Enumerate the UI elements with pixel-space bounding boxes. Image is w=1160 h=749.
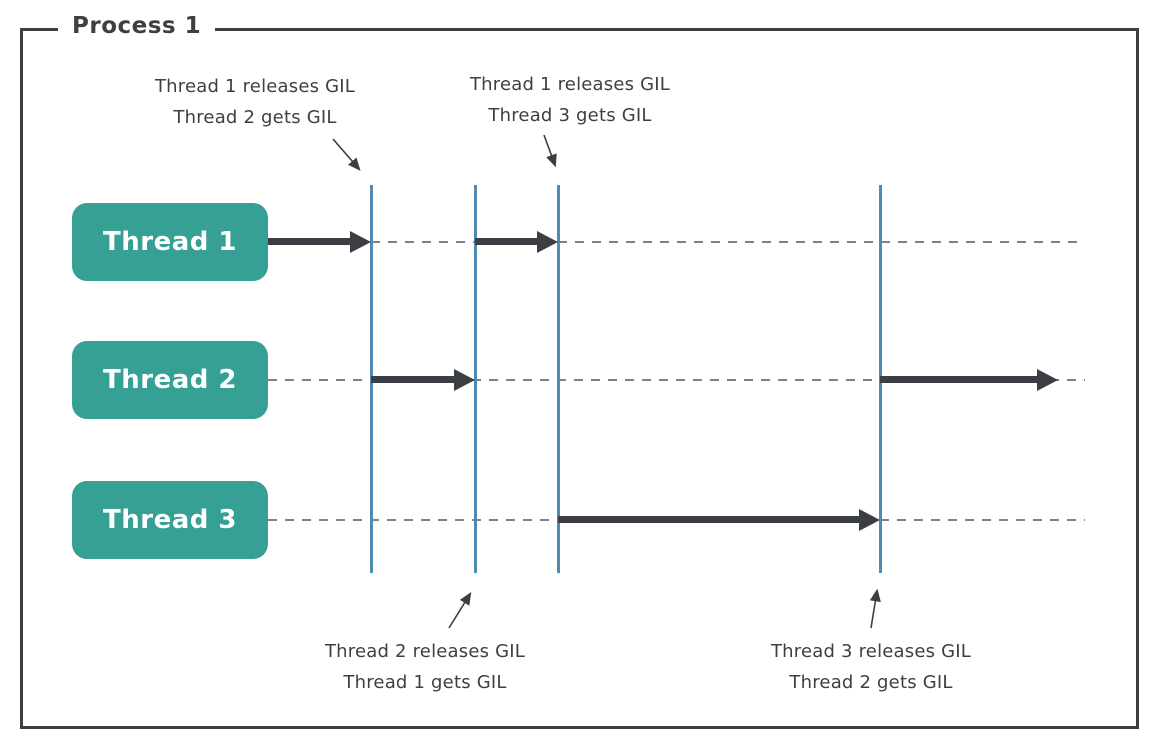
thread-1-label: Thread 1 — [103, 227, 237, 257]
annotation-line: Thread 1 gets GIL — [343, 672, 507, 693]
process-title: Process 1 — [58, 13, 216, 39]
process-border — [20, 28, 1139, 729]
annotation-line: Thread 2 releases GIL — [324, 641, 526, 662]
thread-2-execution-arrow-1 — [371, 368, 475, 391]
thread-1-execution-arrow-2 — [475, 230, 558, 253]
thread-2-label-box: Thread 2 — [72, 341, 268, 419]
thread-1-timeline — [371, 241, 1085, 243]
gil-switch-line-2 — [474, 185, 477, 573]
thread-1-execution-arrow-1 — [268, 230, 371, 253]
thread-2-label: Thread 2 — [103, 365, 237, 395]
annotation-bottom-right: Thread 3 releases GIL Thread 2 gets GIL — [711, 636, 1031, 698]
annotation-line: Thread 1 releases GIL — [154, 76, 356, 97]
annotation-line: Thread 3 releases GIL — [770, 641, 972, 662]
thread-1-label-box: Thread 1 — [72, 203, 268, 281]
annotation-line: Thread 1 releases GIL — [469, 74, 671, 95]
thread-2-timeline — [268, 379, 1085, 381]
annotation-line: Thread 2 gets GIL — [789, 672, 953, 693]
thread-3-execution-arrow — [558, 508, 880, 531]
thread-2-execution-arrow-2 — [880, 368, 1058, 391]
thread-3-label-box: Thread 3 — [72, 481, 268, 559]
annotation-bottom-left: Thread 2 releases GIL Thread 1 gets GIL — [265, 636, 585, 698]
annotation-line: Thread 2 gets GIL — [173, 107, 337, 128]
thread-3-label: Thread 3 — [103, 505, 237, 535]
annotation-top-left: Thread 1 releases GIL Thread 2 gets GIL — [95, 71, 415, 133]
annotation-line: Thread 3 gets GIL — [488, 105, 652, 126]
gil-switch-line-3 — [557, 185, 560, 573]
annotation-top-right: Thread 1 releases GIL Thread 3 gets GIL — [410, 69, 730, 131]
